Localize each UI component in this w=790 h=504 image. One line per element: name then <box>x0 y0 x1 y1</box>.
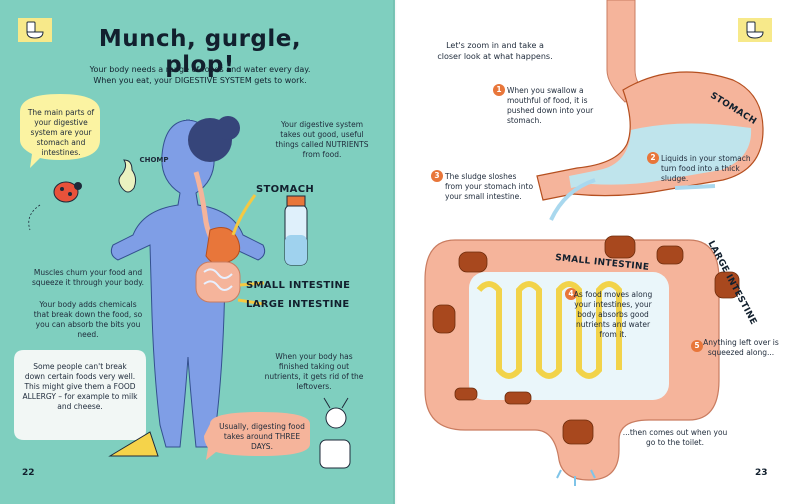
intro-line-2: When you eat, your DIGESTIVE SYSTEM gets… <box>93 76 307 85</box>
speech-bubble-main <box>20 94 100 168</box>
page-number-right: 23 <box>755 468 768 478</box>
ladybug-icon <box>28 181 82 231</box>
chemicals-text: Your body adds chemicals that break down… <box>33 300 143 339</box>
step-4-text: As food moves along your intestines, you… <box>573 290 653 339</box>
label-stomach: STOMACH <box>256 184 315 195</box>
step-1-badge: 1 <box>493 84 505 96</box>
right-page: Let's zoom in and take a closer look at … <box>395 0 790 504</box>
bug-on-toilet-icon <box>319 397 351 469</box>
right-page-illustration <box>424 0 764 486</box>
small-intestine-coils <box>476 281 622 379</box>
muscles-text: Muscles churn your food and squeeze it t… <box>32 268 144 287</box>
step-5-text: Anything left over is squeezed along... <box>703 338 779 357</box>
chomp-text: CHOMP <box>139 156 169 164</box>
toilet-icon-right <box>746 21 764 39</box>
label-small-intestine: SMALL INTESTINE <box>246 280 351 291</box>
step-2-badge: 2 <box>647 152 659 164</box>
intro-text: Your body needs a range of foods and wat… <box>70 64 330 86</box>
step-4-badge: 4 <box>565 288 577 300</box>
step-3-text: The sludge sloshes from your stomach int… <box>445 172 534 201</box>
arrow-small-intestine <box>239 281 265 287</box>
nutrients-text: Your digestive system takes out good, us… <box>275 120 369 159</box>
arrow-stomach-flow <box>674 184 716 190</box>
three-days-bubble <box>204 412 310 460</box>
book-gutter <box>393 0 397 504</box>
step-3-badge: 3 <box>431 170 443 182</box>
page-number-left: 22 <box>22 468 35 478</box>
stomach-liquid <box>569 123 752 188</box>
leftovers-text: When your body has finished taking out n… <box>264 352 364 391</box>
left-page: Munch, gurgle, plop! Your body needs a r… <box>0 0 395 504</box>
three-days-text: Usually, digesting food takes around THR… <box>219 422 305 451</box>
main-parts-text: The main parts of your digestive system … <box>27 108 95 157</box>
toilet-text: ...then comes out when you go to the toi… <box>622 428 728 447</box>
water-bottle-icon <box>284 195 308 266</box>
waste-lumps <box>432 235 740 445</box>
body-figure <box>110 116 266 448</box>
intro-line-1: Your body needs a range of foods and wat… <box>89 65 311 74</box>
step-1-text: When you swallow a mouthful of food, it … <box>507 86 594 125</box>
arrow-stomach <box>231 194 257 236</box>
zoom-text: Let's zoom in and take a closer look at … <box>437 41 553 61</box>
pear-icon <box>118 159 137 193</box>
splash-drops <box>556 469 596 486</box>
cheese-icon <box>108 431 159 457</box>
arrow-large-intestine <box>237 298 265 306</box>
allergy-bubble <box>14 350 146 440</box>
arrow-to-small-intestine <box>549 178 596 221</box>
label-large-intestine: LARGE INTESTINE <box>246 299 350 310</box>
allergy-text: Some people can't break down certain foo… <box>22 362 138 411</box>
step-5-badge: 5 <box>691 340 703 352</box>
page-title: Munch, gurgle, plop! <box>98 26 302 78</box>
toilet-icon <box>26 21 44 39</box>
step-2-text: Liquids in your stomach turn food into a… <box>661 154 751 183</box>
left-page-illustration <box>14 21 351 469</box>
